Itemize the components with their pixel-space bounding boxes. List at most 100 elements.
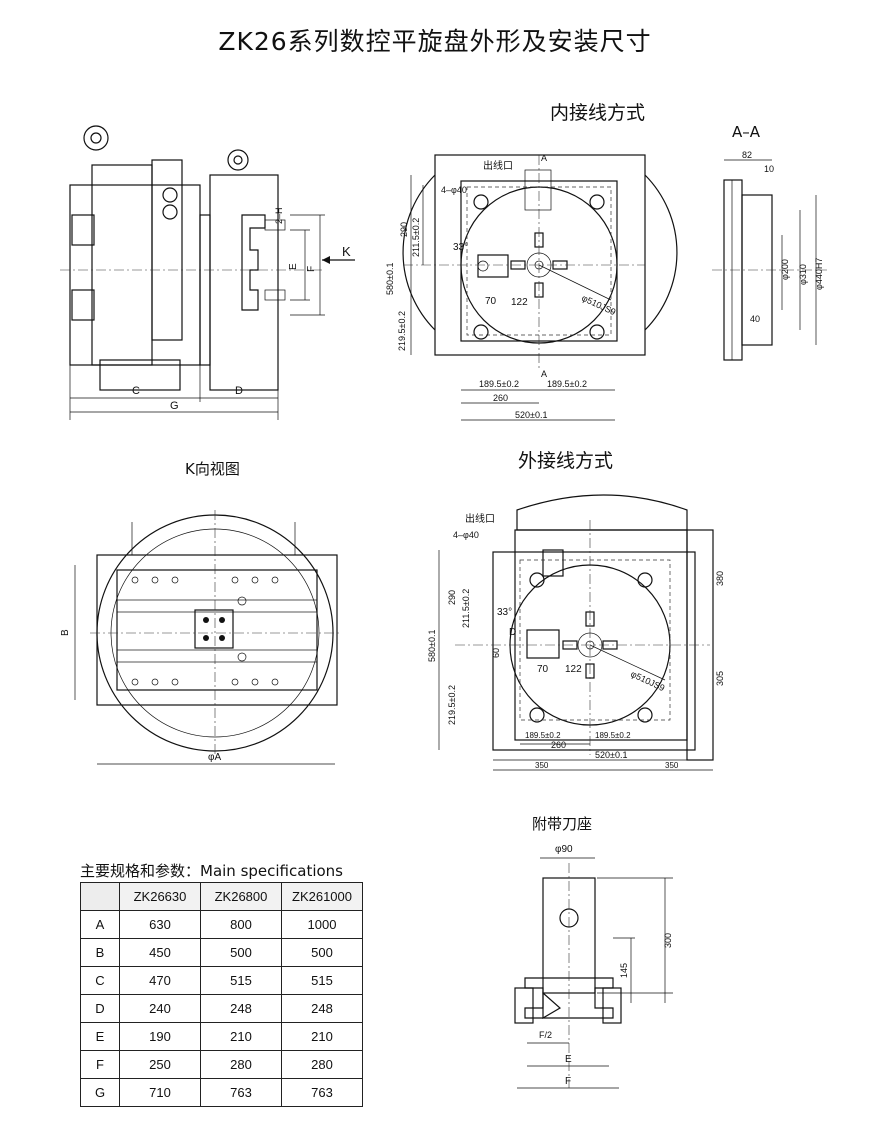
dim-2h: 2–H xyxy=(274,207,284,224)
spec-header-cell: ZK26630 xyxy=(119,882,201,911)
spec-cell: 763 xyxy=(200,1078,282,1107)
side-view-drawing: K E F 2–H C D G xyxy=(60,125,355,420)
dim-290: 290 xyxy=(399,222,409,237)
dim-580: 580±0.1 xyxy=(385,263,395,295)
spec-cell: 500 xyxy=(281,938,363,967)
section-a-top: A xyxy=(541,153,547,163)
holder-dim-145: 145 xyxy=(619,963,629,978)
spec-cell: 710 xyxy=(119,1078,201,1107)
bore-label: φ510JS9 xyxy=(580,293,617,317)
dim-phi-a: φA xyxy=(208,752,221,763)
spec-cell: 248 xyxy=(281,994,363,1023)
spec-cell: 630 xyxy=(119,910,201,939)
dim-189b: 189.5±0.2 xyxy=(547,379,587,389)
external-wiring-heading: 外接线方式 xyxy=(518,450,614,472)
ext-dim-60: 60 xyxy=(491,648,501,658)
spec-header-row: ZK26630 ZK26800 ZK261000 xyxy=(80,882,363,911)
ext-dim-580: 580±0.1 xyxy=(427,630,437,662)
dim-122: 122 xyxy=(511,297,528,308)
spec-row: F 250 280 280 xyxy=(80,1050,363,1079)
spec-cell: 1000 xyxy=(281,910,363,939)
spec-cell: 248 xyxy=(200,994,282,1023)
spec-header-cell xyxy=(80,882,120,911)
spec-cell: C xyxy=(80,966,120,995)
dim-310: φ310 xyxy=(798,264,808,285)
ext-dim-260: 260 xyxy=(551,740,566,750)
ext-dim-189b: 189.5±0.2 xyxy=(595,731,631,740)
drawing-title: ZK26系列数控平旋盘外形及安装尺寸 xyxy=(218,27,652,56)
spec-cell: 280 xyxy=(281,1050,363,1079)
ext-dim-122: 122 xyxy=(565,664,582,675)
spec-row: B 450 500 500 xyxy=(80,938,363,967)
ext-dim-211: 211.5±0.2 xyxy=(461,589,471,628)
spec-cell: G xyxy=(80,1078,120,1107)
ext-holes-label: 4–φ40 xyxy=(453,530,479,540)
dim-70: 70 xyxy=(485,296,497,307)
dim-82: 82 xyxy=(742,150,752,160)
internal-wiring-drawing: 出线口 A A 4–φ40 33° φ510JS9 70 122 580±0.1… xyxy=(385,153,678,421)
spec-cell: 210 xyxy=(281,1022,363,1051)
dim-189a: 189.5±0.2 xyxy=(479,379,519,389)
ext-dim-380: 380 xyxy=(715,571,725,586)
external-wiring-drawing: 出线口 4–φ40 33° D φ510JS9 70 122 60 580±0.… xyxy=(427,494,725,771)
spec-cell: 250 xyxy=(119,1050,201,1079)
ext-dim-219: 219.5±0.2 xyxy=(447,685,457,725)
spec-table: ZK26630 ZK26800 ZK261000 A 630 800 1000 … xyxy=(80,882,363,1107)
spec-cell: 515 xyxy=(200,966,282,995)
spec-header-cell: ZK261000 xyxy=(281,882,363,911)
tool-holder-heading: 附带刀座 xyxy=(532,815,593,833)
dim-b: B xyxy=(60,629,71,636)
spec-cell: F xyxy=(80,1050,120,1079)
spec-row: C 470 515 515 xyxy=(80,966,363,995)
spec-cell: B xyxy=(80,938,120,967)
spec-cell: E xyxy=(80,1022,120,1051)
k-arrow-label: K xyxy=(342,244,351,259)
spec-cell: 500 xyxy=(200,938,282,967)
holes-label: 4–φ40 xyxy=(441,185,467,195)
holder-dim-f: F xyxy=(565,1076,571,1087)
ext-bore-label: φ510JS9 xyxy=(629,669,666,693)
spec-cell: 210 xyxy=(200,1022,282,1051)
spec-cell: 515 xyxy=(281,966,363,995)
dim-d: D xyxy=(235,385,243,397)
spec-row: A 630 800 1000 xyxy=(80,910,363,939)
spec-header-cell: ZK26800 xyxy=(200,882,282,911)
section-aa-drawing: 82 10 φ200 φ310 φ440H7 40 xyxy=(712,150,827,361)
dim-260: 260 xyxy=(493,393,508,403)
holder-dim-90: φ90 xyxy=(555,844,573,855)
angle-label: 33° xyxy=(453,242,468,253)
spec-cell: 800 xyxy=(200,910,282,939)
ext-dim-350b: 350 xyxy=(665,761,679,770)
k-view-drawing: B φA xyxy=(60,510,340,765)
k-view-heading: K向视图 xyxy=(185,460,240,478)
spec-row: E 190 210 210 xyxy=(80,1022,363,1051)
ext-dim-520: 520±0.1 xyxy=(595,750,627,760)
spec-cell: 240 xyxy=(119,994,201,1023)
internal-wiring-heading: 内接线方式 xyxy=(550,102,646,124)
spec-cell: A xyxy=(80,910,120,939)
dim-211: 211.5±0.2 xyxy=(411,218,421,257)
dim-520: 520±0.1 xyxy=(515,410,547,420)
section-a-bottom: A xyxy=(541,369,547,379)
section-aa-heading: A–A xyxy=(732,123,761,141)
ext-d-label: D xyxy=(509,627,516,638)
ext-dim-350a: 350 xyxy=(535,761,549,770)
ext-dim-290: 290 xyxy=(447,590,457,605)
spec-cell: 450 xyxy=(119,938,201,967)
ext-dim-189a: 189.5±0.2 xyxy=(525,731,561,740)
spec-cell: 470 xyxy=(119,966,201,995)
dim-f: F xyxy=(306,266,317,272)
dim-g: G xyxy=(170,400,179,412)
ext-outlet-label: 出线口 xyxy=(465,512,495,525)
ext-dim-305: 305 xyxy=(715,671,725,686)
dim-219: 219.5±0.2 xyxy=(397,311,407,351)
spec-cell: D xyxy=(80,994,120,1023)
holder-dim-300: 300 xyxy=(663,933,673,948)
spec-caption: 主要规格和参数：Main specifications xyxy=(80,862,343,880)
spec-cell: 763 xyxy=(281,1078,363,1107)
outlet-label: 出线口 xyxy=(483,159,513,172)
dim-c: C xyxy=(132,385,140,397)
holder-dim-f2: F/2 xyxy=(539,1030,552,1040)
dim-200: φ200 xyxy=(780,259,790,280)
tool-holder-drawing: φ90 300 145 F/2 E F xyxy=(514,844,673,1089)
